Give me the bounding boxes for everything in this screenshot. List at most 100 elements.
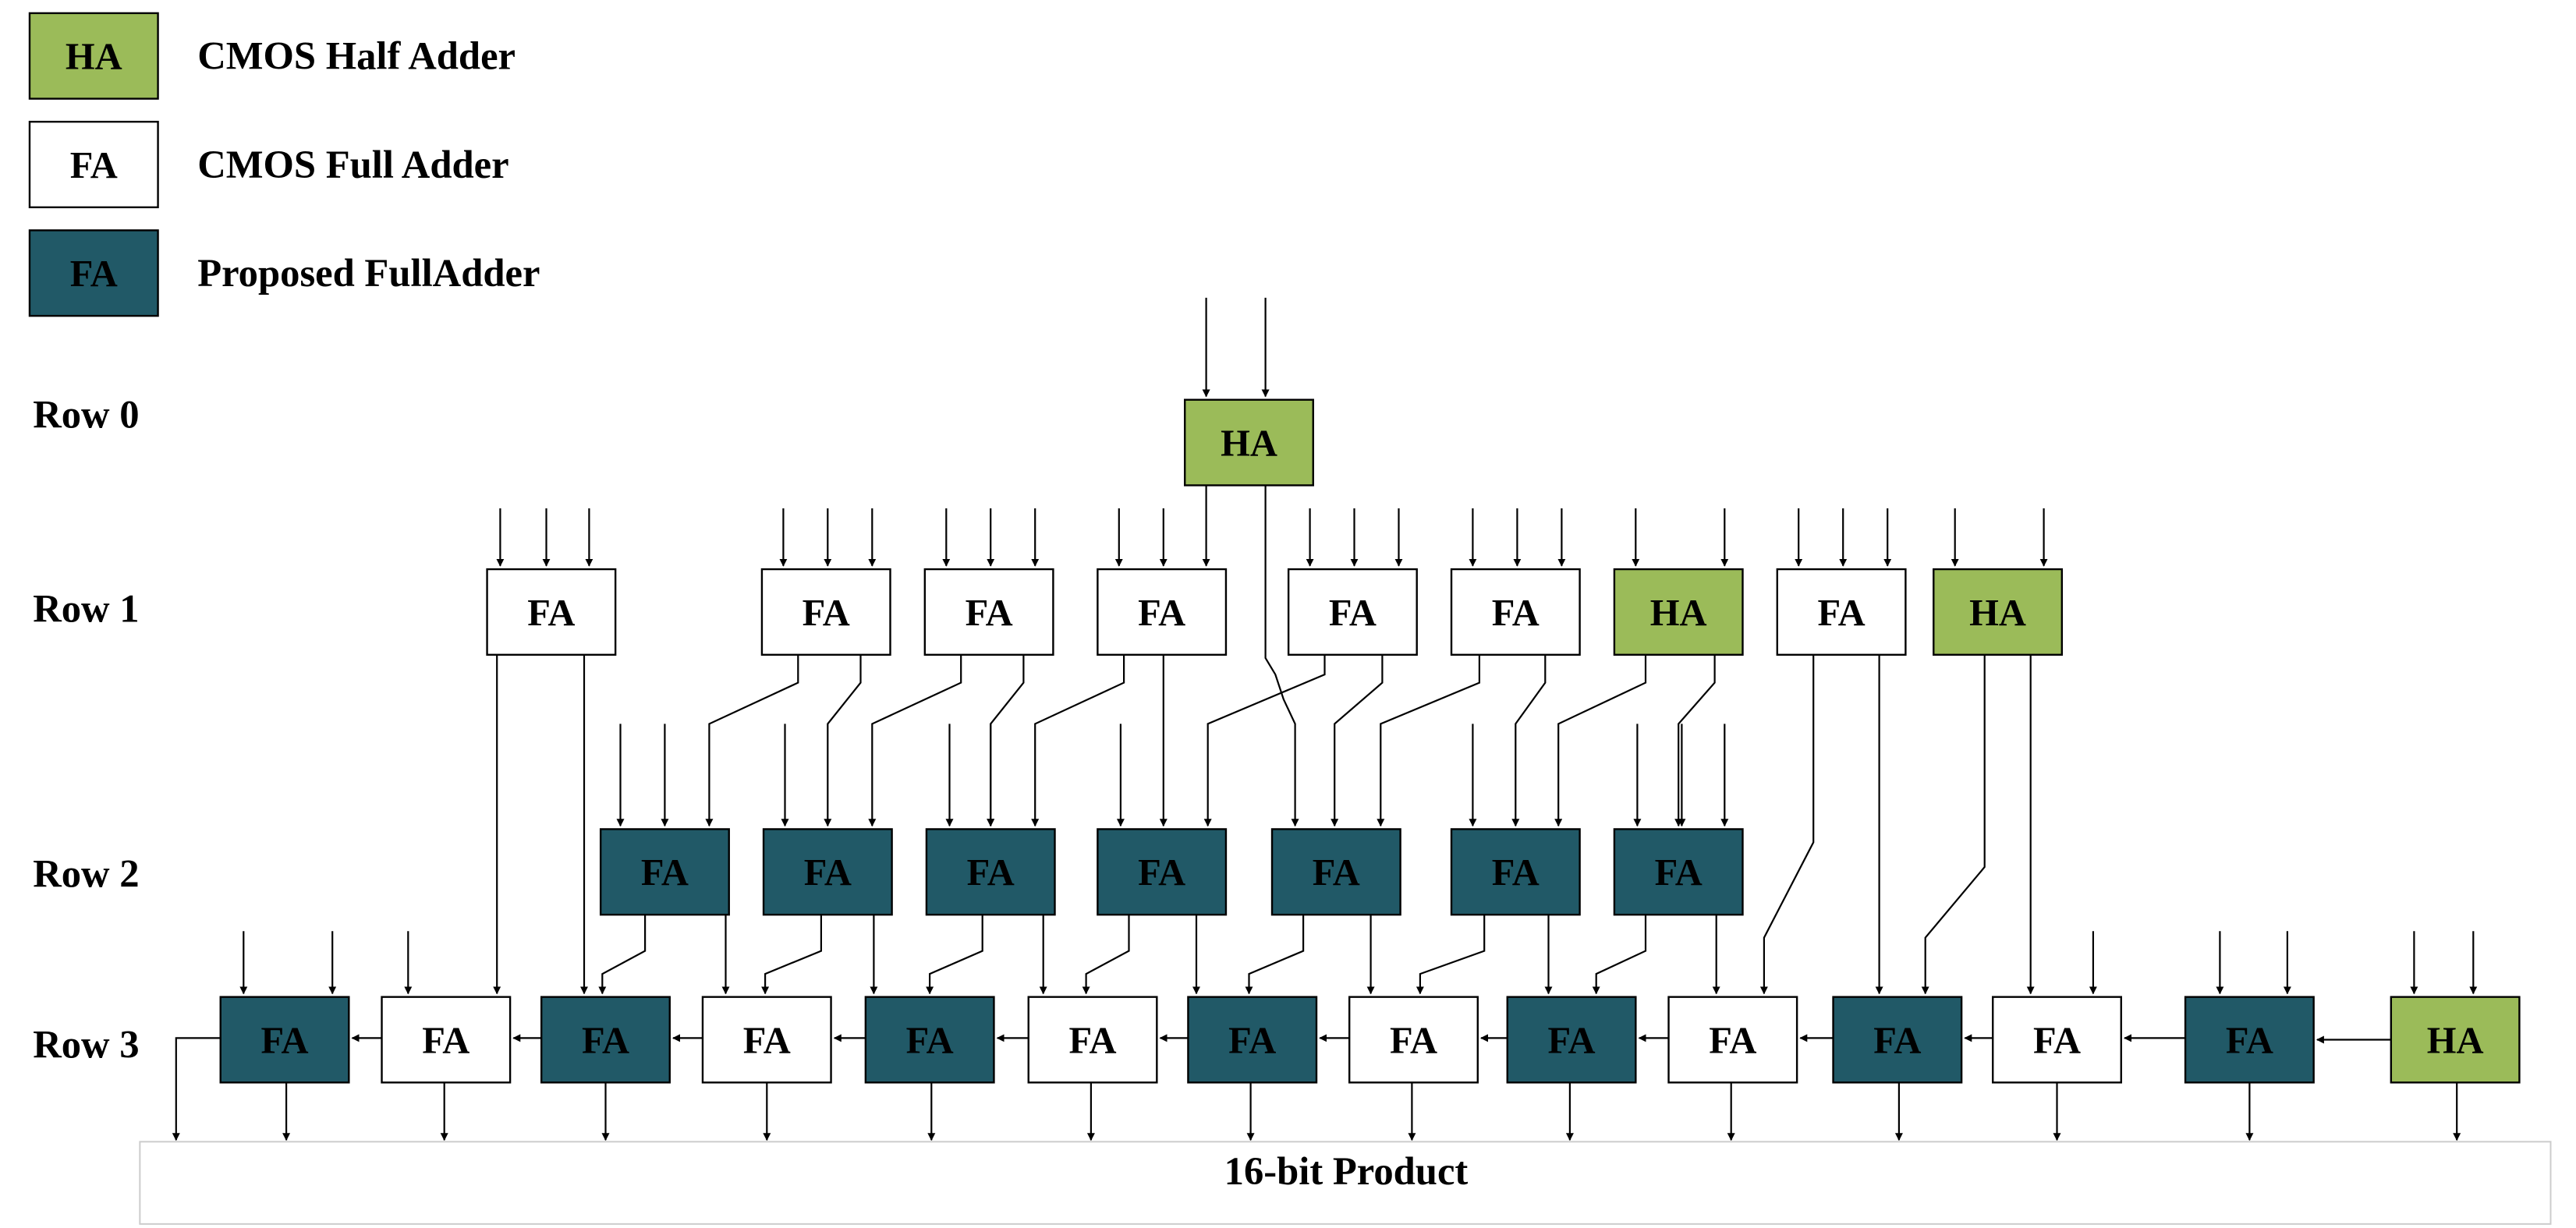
row3-cell-10: FA [1832,996,1963,1084]
row3-cell-5-box [1027,996,1158,1084]
row3-cell-10-label: FA [1873,1020,1921,1061]
row3-cell-0-label: FA [260,1020,308,1061]
product-label: 16-bit Product [1224,1149,1469,1193]
legend-swatch-0: HA [28,12,159,100]
row2-cell-6-label: FA [1655,852,1703,894]
wire [824,654,862,827]
row2-cell-1-box [762,828,893,916]
legend-swatch-1-box [28,120,159,209]
row1-cell-7: FA [1776,568,1907,656]
legend-swatch-2: FA [28,229,159,317]
row1-cell-4-label: FA [1329,593,1377,634]
row2-cell-4: FA [1270,828,1401,916]
wire [761,915,822,995]
legend-swatch-2-box [28,229,159,317]
wire [1031,654,1125,827]
row1-cell-3-label: FA [1138,593,1185,634]
row0-sum-wire [1264,485,1299,827]
row3-cell-12-label: FA [2226,1020,2273,1061]
row1-cell-1-label: FA [803,593,850,634]
wire [1245,915,1305,995]
row1-cell-0: FA [486,568,617,656]
row1-cell-1: FA [760,568,891,656]
legend-swatch-0-box [28,12,159,100]
legend-text-2: Proposed FullAdder [197,251,540,295]
row1-cell-7-label: FA [1818,593,1866,634]
row1-cell-2-box [923,568,1054,656]
row3-cell-1-label: FA [422,1020,469,1061]
row3-cell-4: FA [864,996,995,1084]
row1-cell-0-label: FA [527,593,575,634]
adder-cells: HA FA FA FA FA FA FA HA FA HA FA FA FA FA FA FA FA FA FA FA… [219,398,2521,1084]
row3-cell-2: FA [540,996,671,1084]
row-label-2: Row 2 [33,851,139,895]
legend-text-0: CMOS Half Adder [197,34,516,78]
row3-cell-13: HA [2390,996,2521,1084]
legend-text-1: CMOS Full Adder [197,143,508,186]
row1-cell-2: FA [923,568,1054,656]
row3-cell-2-box [540,996,671,1084]
wire [1203,654,1326,827]
wire [1331,654,1384,827]
row1-cell-2-label: FA [966,593,1013,634]
wire [598,915,647,995]
wire [868,654,962,827]
row3-cell-7-label: FA [1390,1020,1437,1061]
product-bar-outline [139,1141,2552,1225]
row3-cell-10-box [1832,996,1963,1084]
row2-cell-4-box [1270,828,1401,916]
row2-cell-2: FA [925,828,1056,916]
row1-cell-6: HA [1613,568,1744,656]
row1-cell-6-label: HA [1650,593,1707,634]
row3-cell-6-box [1187,996,1318,1084]
row1-cell-5-box [1450,568,1581,656]
row3-cell-1: FA [381,996,512,1084]
wire [987,654,1025,827]
wire [1082,915,1130,995]
row2-cell-2-label: FA [967,852,1015,894]
row0-cell-0: HA [1183,398,1314,487]
row3-cell-5-label: FA [1069,1020,1117,1061]
row3-cell-8-label: FA [1548,1020,1596,1061]
row1-cell-8-box [1933,568,2064,656]
wire [1592,915,1647,995]
row3-cell-12-box [2184,996,2315,1084]
row3-cell-9-label: FA [1709,1020,1756,1061]
row3-cell-1-box [381,996,512,1084]
row1-cell-8-label: HA [1969,593,2026,634]
row2-cell-2-box [925,828,1056,916]
legend-swatch-2-label: FA [70,253,118,295]
row3-cell-6-label: FA [1228,1020,1276,1061]
row3-cell-4-label: FA [906,1020,954,1061]
row3-cell-2-label: FA [582,1020,629,1061]
row2-cell-5-label: FA [1492,852,1540,894]
wire [1377,654,1480,827]
row3-cell-6: FA [1187,996,1318,1084]
row-label-3: Row 3 [33,1023,139,1067]
row1-cell-1-box [760,568,891,656]
row2-cell-3-label: FA [1138,852,1185,894]
row-label-1: Row 1 [33,587,139,631]
wire [1554,654,1647,827]
wires [172,297,2478,1141]
legend-swatch-1-label: FA [70,145,118,186]
row3-cell-9: FA [1667,996,1798,1084]
row2-cell-5: FA [1450,828,1581,916]
row1-cell-3: FA [1097,568,1228,656]
row3-cell-3: FA [701,996,832,1084]
wire [1759,654,1815,995]
product-bar: 16-bit Product [139,1141,2552,1225]
wire [1416,915,1486,995]
row3-cell-8-box [1506,996,1637,1084]
row1-cell-0-box [486,568,617,656]
row2-cell-6: FA [1613,828,1744,916]
row1-cell-3-box [1097,568,1228,656]
row3-cell-3-box [701,996,832,1084]
row2-cell-0-label: FA [641,852,689,894]
row2-cell-3-box [1097,828,1228,916]
row3-cell-5: FA [1027,996,1158,1084]
row0-cell-0-box [1183,398,1314,487]
